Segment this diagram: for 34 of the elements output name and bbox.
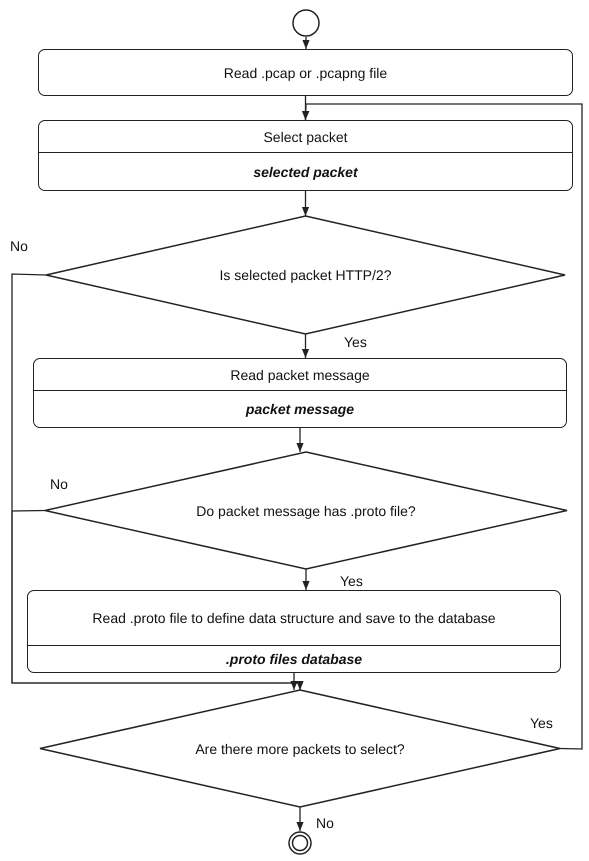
edge-label: No bbox=[314, 815, 336, 831]
arrow bbox=[290, 673, 298, 690]
arrow bbox=[11, 510, 304, 690]
question-text: Are there more packets to select? bbox=[195, 740, 405, 756]
process-box bbox=[27, 590, 561, 673]
decision-diamond bbox=[45, 452, 567, 569]
output-text: .proto files database bbox=[226, 651, 362, 667]
edge-label: Yes bbox=[338, 573, 365, 589]
process-box bbox=[38, 120, 573, 191]
step-text: Select packet bbox=[263, 128, 348, 144]
step-text: Read packet message bbox=[230, 366, 370, 382]
decision-diamond bbox=[40, 690, 560, 807]
start-circle bbox=[292, 9, 320, 37]
question-text: Do packet message has .proto file? bbox=[196, 502, 416, 518]
arrow bbox=[302, 569, 310, 590]
output-text: selected packet bbox=[253, 164, 358, 180]
arrow bbox=[302, 37, 310, 49]
edge-label: Yes bbox=[528, 715, 555, 731]
arrow bbox=[302, 103, 583, 750]
arrow bbox=[302, 334, 310, 358]
edge-label: No bbox=[8, 238, 30, 254]
process-box bbox=[33, 358, 567, 428]
edge-label: Yes bbox=[342, 334, 369, 350]
output-text: packet message bbox=[246, 401, 354, 417]
end-circle bbox=[288, 831, 312, 855]
process-box bbox=[38, 49, 573, 96]
arrow bbox=[302, 191, 310, 216]
decision-diamond bbox=[46, 216, 565, 334]
question-text: Is selected packet HTTP/2? bbox=[220, 267, 392, 283]
step-text: Read .pcap or .pcapng file bbox=[224, 64, 388, 80]
arrow bbox=[296, 807, 304, 831]
edge-label: No bbox=[48, 476, 70, 492]
step-text: Read .proto file to define data structure and save to the database bbox=[92, 610, 496, 626]
arrow bbox=[296, 428, 304, 452]
